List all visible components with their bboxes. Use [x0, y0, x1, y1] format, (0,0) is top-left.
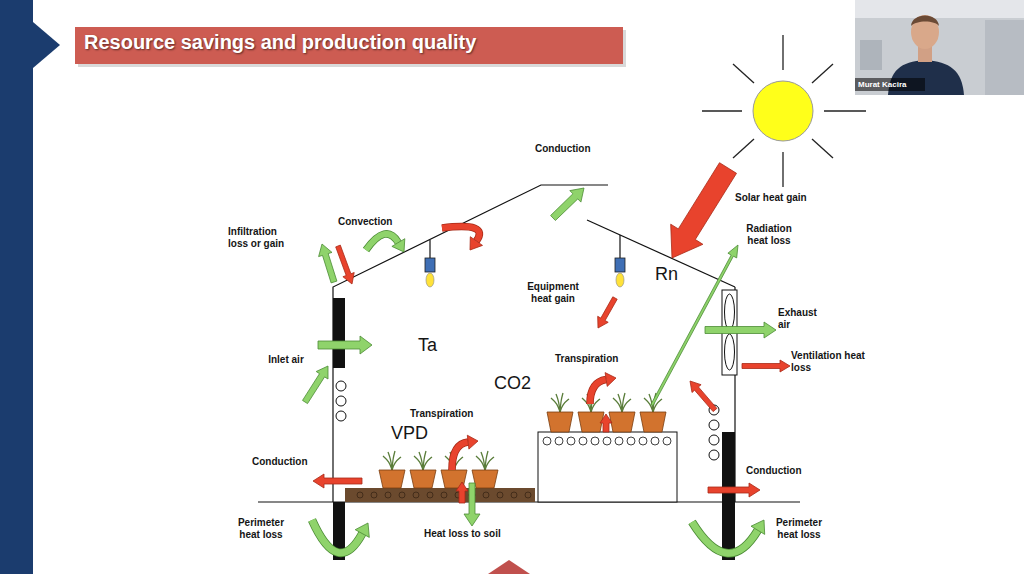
annotation-label: CO2 [494, 373, 531, 394]
potted-plant [640, 393, 666, 432]
annotation-label: Transpiration [410, 408, 473, 420]
foundation-wall [722, 432, 735, 560]
flow-arrow [742, 360, 790, 372]
flow-arrow [651, 245, 738, 406]
flow-arrow [600, 414, 612, 432]
raised-bench [538, 432, 677, 502]
sun-symbol [702, 35, 866, 187]
annotation-label: Ta [418, 335, 437, 356]
heat-flow-arrows [303, 163, 791, 554]
annotation-label: Perimeter heat loss [230, 517, 292, 540]
nav-marker [488, 560, 530, 574]
curved-flow-arrow [442, 227, 483, 250]
curved-flow-arrow [692, 520, 765, 553]
inlet-vent [333, 298, 345, 368]
flow-arrow [671, 163, 737, 258]
annotation-label: Equipment heat gain [524, 281, 582, 304]
annotation-label: Transpiration [555, 353, 618, 365]
side-chevron [33, 22, 60, 68]
potted-plant [547, 393, 573, 432]
side-bar [0, 0, 33, 574]
annotation-label: Radiation heat loss [740, 223, 798, 246]
flow-arrow [551, 188, 584, 221]
curved-flow-arrow [312, 520, 369, 553]
annotation-label: Perimeter heat loss [768, 517, 830, 540]
annotation-label: Convection [338, 216, 392, 228]
curved-flow-arrow [366, 234, 405, 252]
flow-arrow [336, 245, 355, 284]
speaker-name: Murat Kacira [858, 80, 906, 89]
potted-plant [410, 451, 436, 488]
bench-pipes [357, 437, 671, 498]
title-banner [75, 27, 623, 64]
flow-arrow [464, 483, 480, 526]
flow-arrow [705, 322, 776, 338]
flow-arrow [456, 482, 468, 503]
webcam-inset [855, 0, 1024, 95]
annotation-label: Inlet air [268, 354, 304, 366]
slide-title: Resource savings and production quality [84, 31, 476, 54]
potted-plant [379, 451, 405, 488]
potted-plant [472, 451, 498, 488]
potted-plant [609, 393, 635, 432]
lamp-symbol [425, 258, 625, 287]
greenhouse-outline [258, 185, 800, 502]
annotation-label: Exhaust air [778, 307, 822, 330]
annotation-label: Conduction [746, 465, 802, 477]
annotation-label: Heat loss to soil [424, 528, 501, 540]
flow-arrow [318, 336, 372, 354]
curved-flow-arrow [452, 435, 478, 470]
dynamic-art [357, 393, 671, 498]
curved-flow-arrow [590, 373, 616, 404]
annotation-label: Ventilation heat loss [791, 350, 879, 373]
flow-arrow [313, 474, 362, 488]
annotation-label: Solar heat gain [735, 192, 807, 204]
annotation-label: Infiltration loss or gain [228, 226, 296, 249]
annotation-label: Conduction [535, 143, 591, 155]
flow-arrow [303, 366, 329, 404]
flow-arrow [690, 381, 717, 412]
annotation-label: Rn [655, 264, 678, 285]
flow-arrow [708, 483, 760, 497]
flow-arrow [319, 244, 337, 283]
annotation-label: Conduction [252, 456, 308, 468]
annotation-label: VPD [391, 423, 428, 444]
floor-bench [345, 488, 535, 502]
flow-arrow [598, 297, 618, 328]
